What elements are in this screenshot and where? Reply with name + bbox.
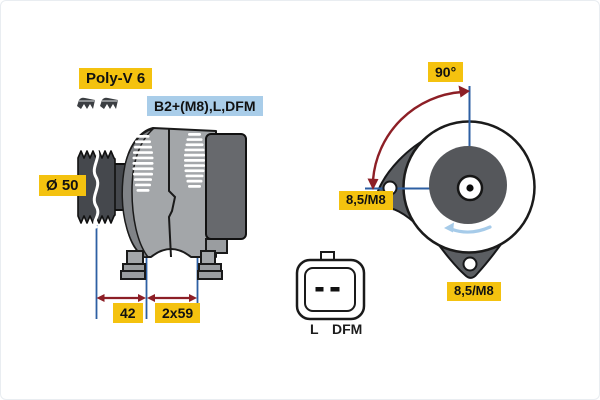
connector-inner (304, 267, 356, 312)
connector-pictogram (295, 251, 366, 321)
belt-profile-icon (77, 97, 118, 109)
housing-split-line (167, 129, 177, 258)
connector-pin-l (315, 287, 324, 292)
terminal-label: B2+(M8),L,DFM (147, 96, 263, 117)
connector-pin-dfm (330, 287, 340, 292)
connector-pin-label-l: L (310, 321, 319, 337)
belt-type-label: Poly-V 6 (79, 68, 153, 90)
side-view (77, 97, 247, 319)
mounting-foot-rear (197, 250, 223, 280)
angle-label: 90° (428, 62, 464, 83)
cooling-fins-front (132, 135, 154, 192)
dimension-arrows (96, 294, 197, 302)
rear-cover (205, 133, 247, 240)
pulley-diameter-label: Ø 50 (39, 175, 86, 197)
cooling-fins-rear (184, 133, 205, 188)
mounting-foot-front (120, 250, 146, 280)
dimension-label-42: 42 (113, 303, 143, 324)
shaft-center-dot (466, 184, 474, 192)
dimension-label-2x59: 2x59 (155, 303, 201, 324)
mounting-hole-label-bottom: 8,5/M8 (447, 282, 501, 301)
pulley-break-line (92, 146, 100, 229)
front-view (365, 85, 536, 279)
mounting-hole-bottom (462, 256, 478, 272)
mounting-hole-label-left: 8,5/M8 (339, 191, 393, 210)
connector-pin-label-dfm: DFM (332, 321, 363, 337)
rotation-arrow-icon (444, 222, 492, 234)
angle-arc (367, 85, 470, 190)
